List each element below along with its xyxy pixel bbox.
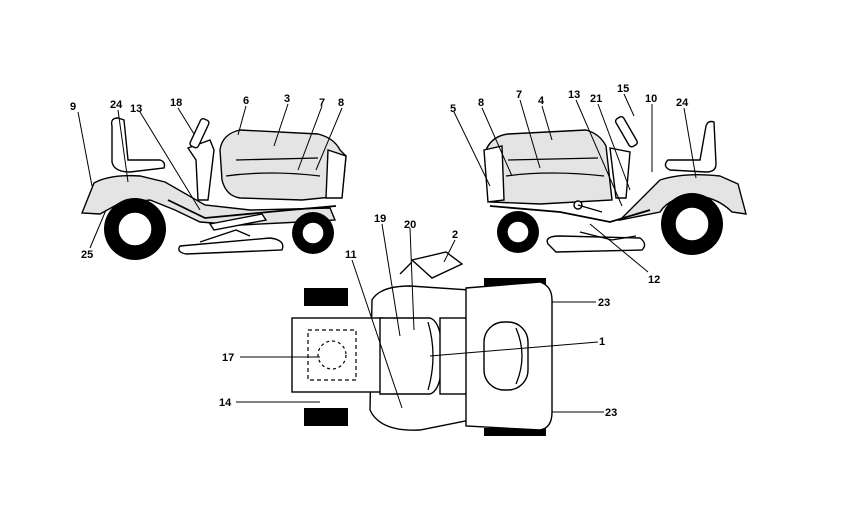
label-20: 20 [404,219,416,231]
top-rear-wheel-lower [484,428,546,436]
label-14: 14 [219,397,232,409]
right-steering-wheel [614,116,638,148]
top-front-wheel-lower [304,408,348,426]
label-13-right: 13 [568,89,580,101]
label-8-right: 8 [478,97,484,109]
label-3: 3 [284,93,290,105]
left-mower-deck [178,237,284,255]
right-mower-deck [546,235,646,253]
left-hood [219,129,347,201]
left-footrest [208,213,268,231]
label-8-left: 8 [338,97,344,109]
right-side-view [483,116,747,255]
label-23-bottom: 23 [605,407,617,419]
top-hood [291,317,383,393]
label-4: 4 [538,95,545,107]
label-1: 1 [599,336,605,348]
top-view [291,251,553,436]
label-11: 11 [345,249,357,261]
left-steering-wheel [189,118,210,149]
left-side-view [80,117,347,260]
label-24-right: 24 [676,97,689,109]
top-front-wheel-upper [304,288,348,306]
label-23-top: 23 [598,297,610,309]
left-seat [110,117,166,173]
label-18: 18 [170,97,182,109]
label-24-left: 24 [110,99,123,111]
left-steering-column [186,139,215,201]
top-seat [483,321,529,391]
top-discharge-chute [410,251,464,279]
callout-labels: 9 24 13 18 6 3 7 8 25 5 8 7 4 13 21 15 1… [70,83,689,419]
label-6: 6 [243,95,249,107]
leader-lines [77,93,697,413]
label-9: 9 [70,101,76,113]
right-grille [483,145,505,203]
label-10: 10 [645,93,657,105]
right-steering-column [609,147,631,199]
label-21: 21 [590,93,602,105]
label-7-right: 7 [516,89,522,101]
label-2: 2 [452,229,458,241]
label-25: 25 [81,249,93,261]
right-hood [485,129,613,205]
label-5: 5 [450,103,456,115]
label-19: 19 [374,213,386,225]
label-15: 15 [617,83,629,95]
left-rear-fender [80,174,337,226]
right-seat [664,120,717,173]
label-12: 12 [648,274,660,286]
top-rear-wheel-upper [484,278,546,286]
label-17: 17 [222,352,234,364]
left-grille [325,149,347,199]
label-13-left: 13 [130,103,142,115]
label-7-left: 7 [319,97,325,109]
